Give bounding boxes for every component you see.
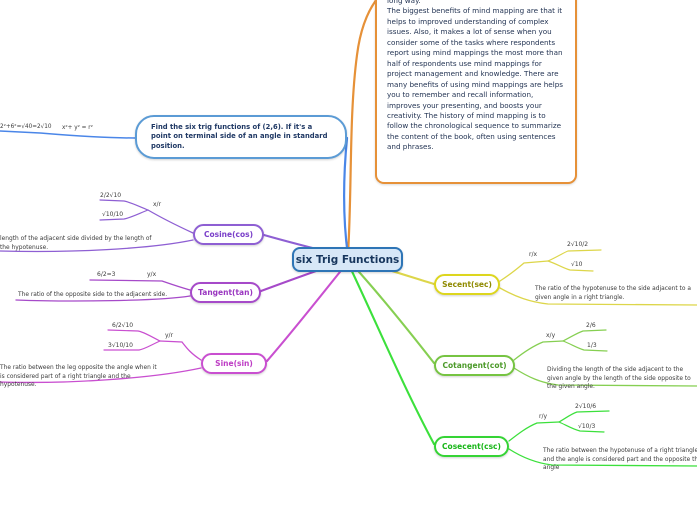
sine-node[interactable]: Sine(sin) — [201, 353, 267, 374]
branch-secant-sub — [499, 260, 549, 282]
problem-formula-label[interactable]: x²+ y² = r² — [62, 125, 93, 131]
secant-description[interactable]: The ratio of the hypotenuse to the side … — [535, 286, 691, 301]
sine-formula-label[interactable]: y/r — [165, 332, 174, 339]
branch-cosine-sub — [147, 209, 194, 234]
sine-work1-label[interactable]: 6/2√10 — [112, 322, 134, 329]
tangent-work1-label[interactable]: 6/2=3 — [97, 271, 116, 278]
cosecant-node[interactable]: Cosecent(csc) — [434, 436, 509, 457]
cotangent-work1-label[interactable]: 2/6 — [586, 322, 596, 329]
branch-sine-line — [265, 260, 350, 363]
branch-cosecant-desc-line — [508, 448, 697, 467]
sine-description[interactable]: The ratio between the leg opposite the a… — [0, 365, 157, 389]
branch-sine-fork2 — [103, 340, 161, 351]
branch-cosecant-fork2 — [558, 421, 605, 433]
branch-cosecant-fork1 — [558, 410, 610, 423]
branch-note-line — [346, 0, 378, 256]
branch-secant-fork2 — [547, 260, 594, 272]
cosine-work1-label[interactable]: 2/2√10 — [100, 192, 122, 199]
branch-cotangent-fork1 — [562, 329, 607, 342]
secant-work1-label[interactable]: 2√10/2 — [567, 241, 589, 248]
branch-cosecant-line — [347, 263, 436, 446]
cosecant-formula-label[interactable]: r/y — [539, 413, 548, 420]
tangent-node[interactable]: Tangent(tan) — [190, 282, 261, 303]
branch-sine-desc-line — [0, 367, 202, 384]
note-box[interactable]: long way. The biggest benefits of mind m… — [375, 0, 577, 184]
branch-tangent-desc-line — [15, 295, 191, 302]
cosecant-work1-label[interactable]: 2√10/6 — [575, 403, 597, 410]
branch-sine-sub — [159, 340, 202, 361]
branch-secant-desc-line — [499, 287, 697, 306]
cosine-node[interactable]: Cosine(cos) — [193, 224, 264, 245]
secant-formula-label[interactable]: r/x — [529, 251, 538, 258]
cotangent-work2-label[interactable]: 1/3 — [587, 342, 597, 349]
branch-cotangent-line — [349, 261, 436, 365]
cosecant-work2-label[interactable]: √10/3 — [578, 423, 596, 430]
cosecant-description[interactable]: The ratio between the hypotenuse of a ri… — [543, 448, 697, 472]
branch-cotangent-fork2 — [562, 340, 608, 352]
cotangent-formula-label[interactable]: x/y — [546, 332, 556, 339]
branch-cosine-desc-line — [0, 239, 194, 253]
branch-problem-subline — [0, 130, 136, 139]
branch-secant-fork1 — [547, 249, 602, 262]
branch-cosine-fork1 — [99, 199, 149, 211]
cosine-formula-label[interactable]: x/r — [153, 201, 162, 208]
branch-tangent-sub — [89, 279, 191, 291]
cotangent-node[interactable]: Cotangent(cot) — [434, 355, 515, 376]
secant-node[interactable]: Secent(sec) — [434, 274, 500, 295]
tangent-formula-label[interactable]: y/x — [147, 271, 157, 278]
problem-work-label[interactable]: 2²+6²=√40=2√10 — [0, 124, 52, 130]
central-topic-node[interactable]: six Trig Functions — [292, 247, 403, 272]
cosine-description[interactable]: length of the adjacent side divided by t… — [0, 236, 152, 251]
branch-sine-fork1 — [107, 329, 161, 342]
cotangent-description[interactable]: Dividing the length of the side adjacent… — [547, 367, 691, 391]
secant-work2-label[interactable]: √10 — [571, 261, 583, 268]
branch-problem-line — [343, 136, 350, 258]
branch-cotangent-desc-line — [513, 367, 697, 387]
branch-cosine-fork2 — [99, 209, 149, 221]
problem-node[interactable]: Find the six trig functions of (2,6). If… — [135, 115, 347, 159]
tangent-description[interactable]: The ratio of the opposite side to the ad… — [18, 292, 168, 298]
branch-cotangent-sub — [513, 340, 564, 361]
cosine-work2-label[interactable]: √10/10 — [102, 211, 124, 218]
branch-cosecant-sub — [508, 421, 560, 442]
sine-work2-label[interactable]: 3√10/10 — [108, 342, 133, 349]
